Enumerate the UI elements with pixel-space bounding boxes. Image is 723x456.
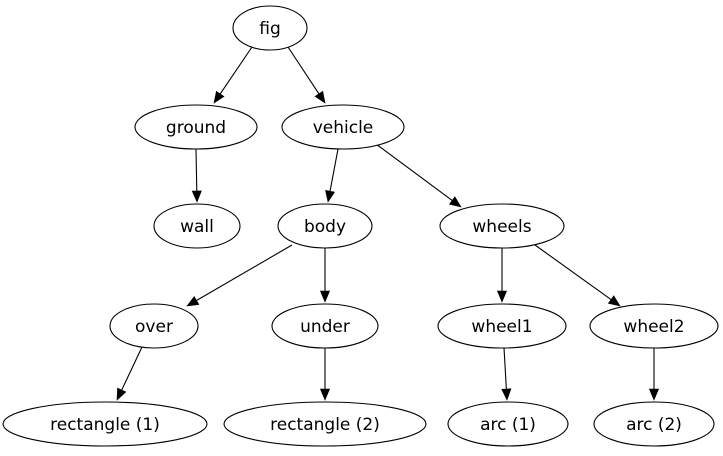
graph-edge bbox=[325, 148, 339, 203]
edge-arrowhead-icon bbox=[186, 295, 200, 307]
node-ellipse[interactable] bbox=[2, 401, 208, 447]
node-ellipse[interactable] bbox=[271, 303, 379, 349]
node-ellipse[interactable] bbox=[589, 303, 719, 349]
graph-edge bbox=[319, 248, 331, 303]
edge-line bbox=[196, 244, 293, 301]
edge-arrowhead-icon bbox=[213, 90, 225, 104]
node-layer: fig ground vehicle wall body wheels over under w… bbox=[2, 5, 719, 447]
edge-line bbox=[329, 148, 339, 192]
node-ellipse[interactable] bbox=[109, 303, 199, 349]
edge-line bbox=[195, 148, 198, 192]
edge-arrowhead-icon bbox=[314, 90, 326, 104]
graph-node-body[interactable]: body bbox=[277, 203, 373, 249]
node-ellipse[interactable] bbox=[134, 104, 258, 150]
graph-node-arc1[interactable]: arc (1) bbox=[447, 401, 569, 447]
edge-arrowhead-icon bbox=[319, 290, 331, 303]
graph-edge bbox=[213, 46, 253, 104]
graph-edge bbox=[116, 346, 143, 401]
node-ellipse[interactable] bbox=[593, 401, 715, 447]
graph-edge bbox=[319, 348, 331, 401]
edge-arrowhead-icon bbox=[191, 190, 202, 203]
graph-node-wheels[interactable]: wheels bbox=[439, 203, 565, 249]
edge-line bbox=[287, 46, 320, 95]
node-ellipse[interactable] bbox=[153, 203, 241, 249]
edge-arrowhead-icon bbox=[607, 295, 621, 307]
graph-node-vehicle[interactable]: vehicle bbox=[281, 104, 405, 150]
edge-line bbox=[121, 346, 143, 391]
graph-node-ground[interactable]: ground bbox=[134, 104, 258, 150]
edge-arrowhead-icon bbox=[648, 388, 660, 401]
node-ellipse[interactable] bbox=[439, 203, 565, 249]
node-ellipse[interactable] bbox=[447, 401, 569, 447]
node-ellipse[interactable] bbox=[223, 401, 427, 447]
graph-edge bbox=[287, 46, 326, 104]
graph-node-wall[interactable]: wall bbox=[153, 203, 241, 249]
graph-node-rectangle2[interactable]: rectangle (2) bbox=[223, 401, 427, 447]
graph-edge bbox=[375, 143, 462, 208]
node-ellipse[interactable] bbox=[437, 303, 567, 349]
graph-edge bbox=[191, 148, 202, 203]
graph-edge bbox=[534, 244, 621, 307]
graph-edge bbox=[501, 347, 512, 401]
graph-edge bbox=[496, 248, 508, 303]
graph-node-over[interactable]: over bbox=[109, 303, 199, 349]
edge-arrowhead-icon bbox=[501, 388, 512, 401]
edge-line bbox=[375, 143, 453, 201]
edge-arrowhead-icon bbox=[116, 387, 127, 401]
graph-edge bbox=[186, 244, 293, 307]
node-ellipse[interactable] bbox=[232, 5, 308, 51]
edge-line bbox=[534, 244, 612, 301]
graph-node-fig[interactable]: fig bbox=[232, 5, 308, 51]
edge-arrowhead-icon bbox=[496, 290, 508, 303]
graph-node-arc2[interactable]: arc (2) bbox=[593, 401, 715, 447]
node-ellipse[interactable] bbox=[277, 203, 373, 249]
edge-line bbox=[503, 347, 507, 390]
edge-arrowhead-icon bbox=[319, 388, 331, 401]
graph-node-wheel2[interactable]: wheel2 bbox=[589, 303, 719, 349]
graph-node-under[interactable]: under bbox=[271, 303, 379, 349]
edge-line bbox=[219, 46, 253, 95]
edge-layer bbox=[116, 46, 660, 401]
edge-arrowhead-icon bbox=[448, 196, 462, 208]
edge-arrowhead-icon bbox=[325, 189, 336, 203]
graph-node-wheel1[interactable]: wheel1 bbox=[437, 303, 567, 349]
graph-node-rectangle1[interactable]: rectangle (1) bbox=[2, 401, 208, 447]
node-ellipse[interactable] bbox=[281, 104, 405, 150]
graph-edge bbox=[648, 348, 660, 401]
